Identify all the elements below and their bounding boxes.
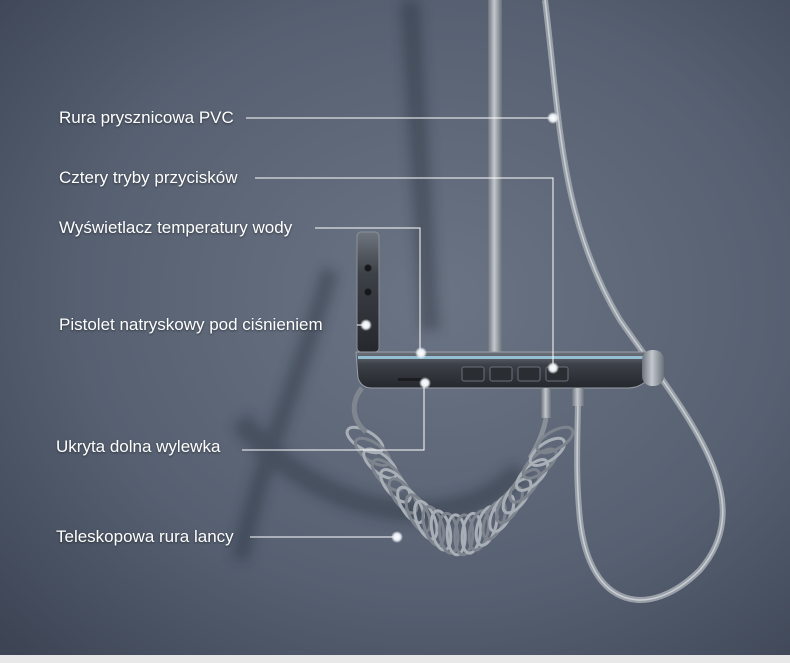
callout-label-spray-gun: Pistolet natryskowy pod ciśnieniem — [59, 315, 323, 334]
bottom-border — [0, 655, 790, 663]
coil-loop — [453, 513, 475, 557]
coiled-hose — [345, 425, 575, 557]
callout-label-temp-display: Wyświetlacz temperatury wody — [59, 218, 293, 237]
coil-loop — [535, 425, 575, 455]
callout-label-hidden-spout: Ukryta dolna wylewka — [56, 437, 221, 456]
callout-label-four-modes: Cztery tryby przycisków — [59, 168, 238, 187]
marker-temp-display — [415, 347, 427, 359]
coil-loop — [437, 511, 460, 555]
control-panel — [355, 350, 664, 389]
marker-telescopic-pipe — [391, 531, 403, 543]
handheld-spray-head — [356, 231, 380, 353]
marker-hidden-spout — [419, 377, 431, 389]
coil-loop — [445, 513, 467, 557]
coil-loop — [460, 511, 483, 555]
callout-label-pvc-pipe: Rura prysznicowa PVC — [59, 108, 234, 127]
coil-loop — [528, 436, 567, 467]
coil-loop — [379, 468, 412, 504]
riser-pipe — [488, 0, 502, 352]
callout-label-telescopic-pipe: Teleskopowa rura lancy — [56, 527, 234, 546]
callout-markers — [360, 112, 559, 543]
wall-shadow — [231, 0, 529, 562]
marker-spray-gun — [360, 319, 372, 331]
marker-four-modes — [547, 362, 559, 374]
callout-lines — [242, 117, 554, 538]
marker-pvc-pipe — [547, 112, 559, 124]
